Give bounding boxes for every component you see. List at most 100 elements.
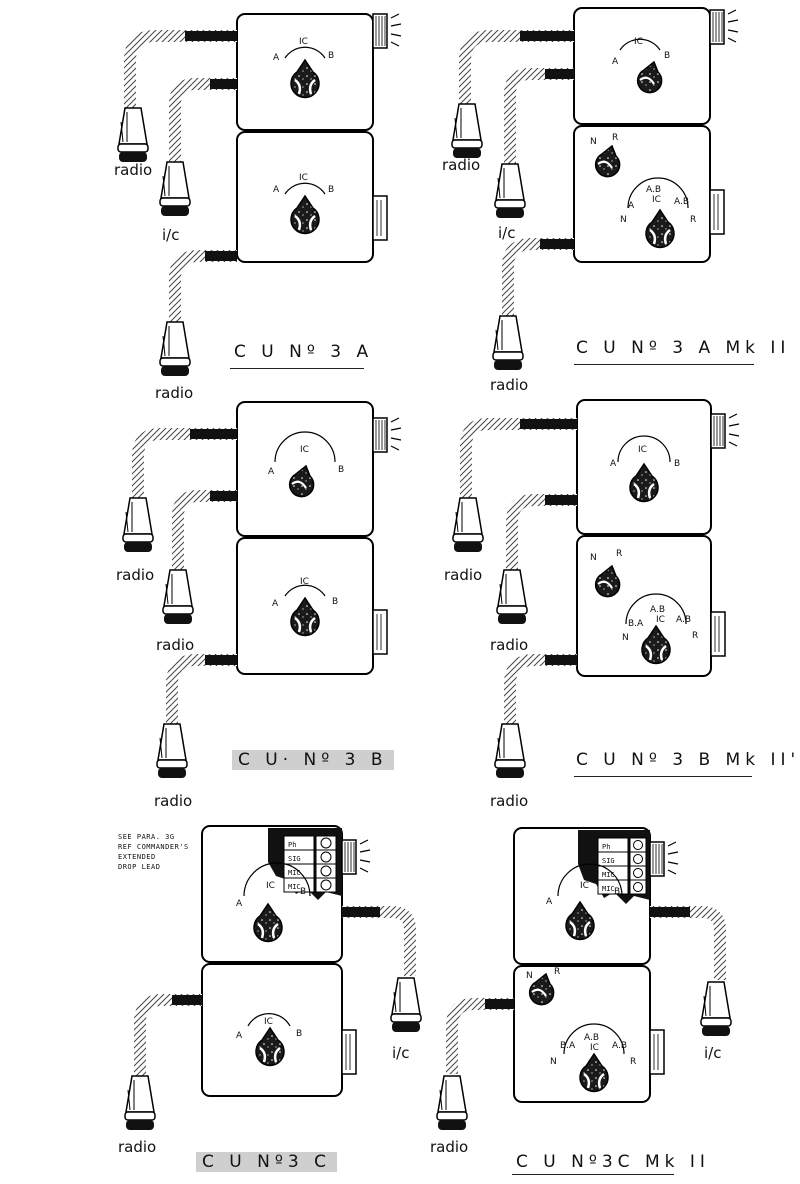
plug-label: radio	[156, 636, 194, 654]
plug-label: radio	[490, 376, 528, 394]
dial-label-b: B	[300, 887, 306, 897]
plug-label: i/c	[498, 224, 515, 242]
dial-label-ab: A.B	[646, 185, 661, 195]
note-line: DROP LEAD	[118, 863, 161, 871]
terminal-block	[283, 835, 337, 893]
dial-label-n: N	[590, 137, 597, 147]
dial-label-n: N	[550, 1057, 557, 1067]
caption-cu3c-mk2: C U Nº3C Mk II	[516, 1152, 710, 1172]
dial-label-b: B	[614, 887, 620, 897]
caption-underline	[574, 364, 754, 365]
dial-label-n: N	[622, 633, 629, 643]
panel-cu3c-mk2	[436, 827, 732, 1131]
dial-label-ic: IC	[264, 1017, 273, 1027]
dial-label-ab: A.B	[650, 605, 665, 615]
note-line: REF COMMANDER'S	[118, 843, 189, 851]
dial-label-a: A	[268, 467, 275, 477]
dial-label-ic: IC	[300, 577, 309, 587]
panel-cu3b-mk2	[452, 399, 740, 779]
caption-cu3c: C U Nº3 C	[196, 1152, 337, 1172]
dial-label-b: B	[664, 51, 670, 61]
dial-label-n: N	[620, 215, 627, 225]
plug-label: radio	[118, 1138, 156, 1156]
dial-label-r: R	[630, 1057, 636, 1067]
plug-label: radio	[430, 1138, 468, 1156]
panel-cu3c	[124, 825, 422, 1131]
terminal-block	[597, 837, 647, 895]
plug-label: i/c	[704, 1044, 721, 1062]
dial-label-r: R	[612, 133, 618, 143]
dial-label-a: A	[273, 53, 280, 63]
terminal-label: Ph	[602, 843, 610, 851]
dial-label-a: A	[628, 201, 635, 211]
plug-label: radio	[154, 792, 192, 810]
dial-label-b: B	[328, 51, 334, 61]
note-line: SEE PARA. 3G	[118, 833, 175, 841]
dial-label-a: A	[272, 599, 279, 609]
dial-label-ic: IC	[266, 881, 275, 891]
dial-label-b: B	[338, 465, 344, 475]
dial-label-a: A	[273, 185, 280, 195]
terminal-label: MIC	[602, 871, 615, 879]
plug-label: radio	[116, 566, 154, 584]
dial-label-r: R	[554, 967, 560, 977]
terminal-label: SIG	[288, 855, 301, 863]
terminal-label: MIC	[288, 883, 301, 891]
note-line: EXTENDED	[118, 853, 156, 861]
dial-label-b: B	[296, 1029, 302, 1039]
dial-label-b: B	[332, 597, 338, 607]
terminal-label: SIG	[602, 857, 615, 865]
caption-underline	[230, 368, 364, 369]
reference-note: SEE PARA. 3G REF COMMANDER'S EXTENDED DR…	[118, 832, 189, 872]
dial-label-a: A	[610, 459, 617, 469]
dial-label-ic: IC	[299, 173, 308, 183]
dial-label-b: B	[674, 459, 680, 469]
dial-label-ba: B.A	[628, 619, 644, 629]
dial-label-ic: IC	[299, 37, 308, 47]
dial-label-ba: B.A	[560, 1041, 576, 1051]
dial-label-ic: IC	[300, 445, 309, 455]
dial-label-n: N	[526, 971, 533, 981]
caption-cu3b: C U· Nº 3 B	[232, 750, 394, 770]
upper-box	[573, 7, 711, 125]
dial-label-ab: A.B	[612, 1041, 627, 1051]
dial-label-r: R	[692, 631, 698, 641]
plug-label: radio	[490, 792, 528, 810]
caption-underline	[574, 776, 752, 777]
dial-label-n: N	[590, 553, 597, 563]
terminal-label: MIC	[602, 885, 615, 893]
plug-label: i/c	[162, 226, 179, 244]
plug-label: radio	[155, 384, 193, 402]
terminal-label: Ph	[288, 841, 296, 849]
dial-label-a: A	[236, 899, 243, 909]
plug-label: radio	[444, 566, 482, 584]
dial-label-ic: IC	[590, 1043, 599, 1053]
panel-cu3a	[117, 13, 402, 377]
dial-label-a: A	[546, 897, 553, 907]
caption-cu3b-mk2: C U Nº 3 B Mk II'	[576, 750, 800, 770]
dial-label-ab: A.B	[584, 1033, 599, 1043]
dial-label-b: B	[328, 185, 334, 195]
dial-label-a: A	[612, 57, 619, 67]
dial-label-r: R	[616, 549, 622, 559]
dial-label-ic: IC	[634, 37, 643, 47]
plug-label: radio	[442, 156, 480, 174]
dial-label-ic: IC	[638, 445, 647, 455]
dial-label-ic: IC	[580, 881, 589, 891]
plug-label: radio	[490, 636, 528, 654]
dial-label-ab: A.B	[676, 615, 691, 625]
dial-label-ab: A.B	[674, 197, 689, 207]
dial-label-r: R	[690, 215, 696, 225]
dial-label-ic: IC	[652, 195, 661, 205]
terminal-label: MIC	[288, 869, 301, 877]
plug-label: radio	[114, 161, 152, 179]
panel-cu3b	[122, 401, 402, 779]
dial-label-ic: IC	[656, 615, 665, 625]
caption-underline	[512, 1174, 674, 1175]
dial-label-a: A	[236, 1031, 243, 1041]
plug-label: i/c	[392, 1044, 409, 1062]
caption-cu3a-mk2: C U Nº 3 A Mk II	[576, 338, 791, 358]
caption-cu3a: C U Nº 3 A	[234, 342, 374, 362]
panel-cu3a-mk2	[451, 7, 739, 371]
